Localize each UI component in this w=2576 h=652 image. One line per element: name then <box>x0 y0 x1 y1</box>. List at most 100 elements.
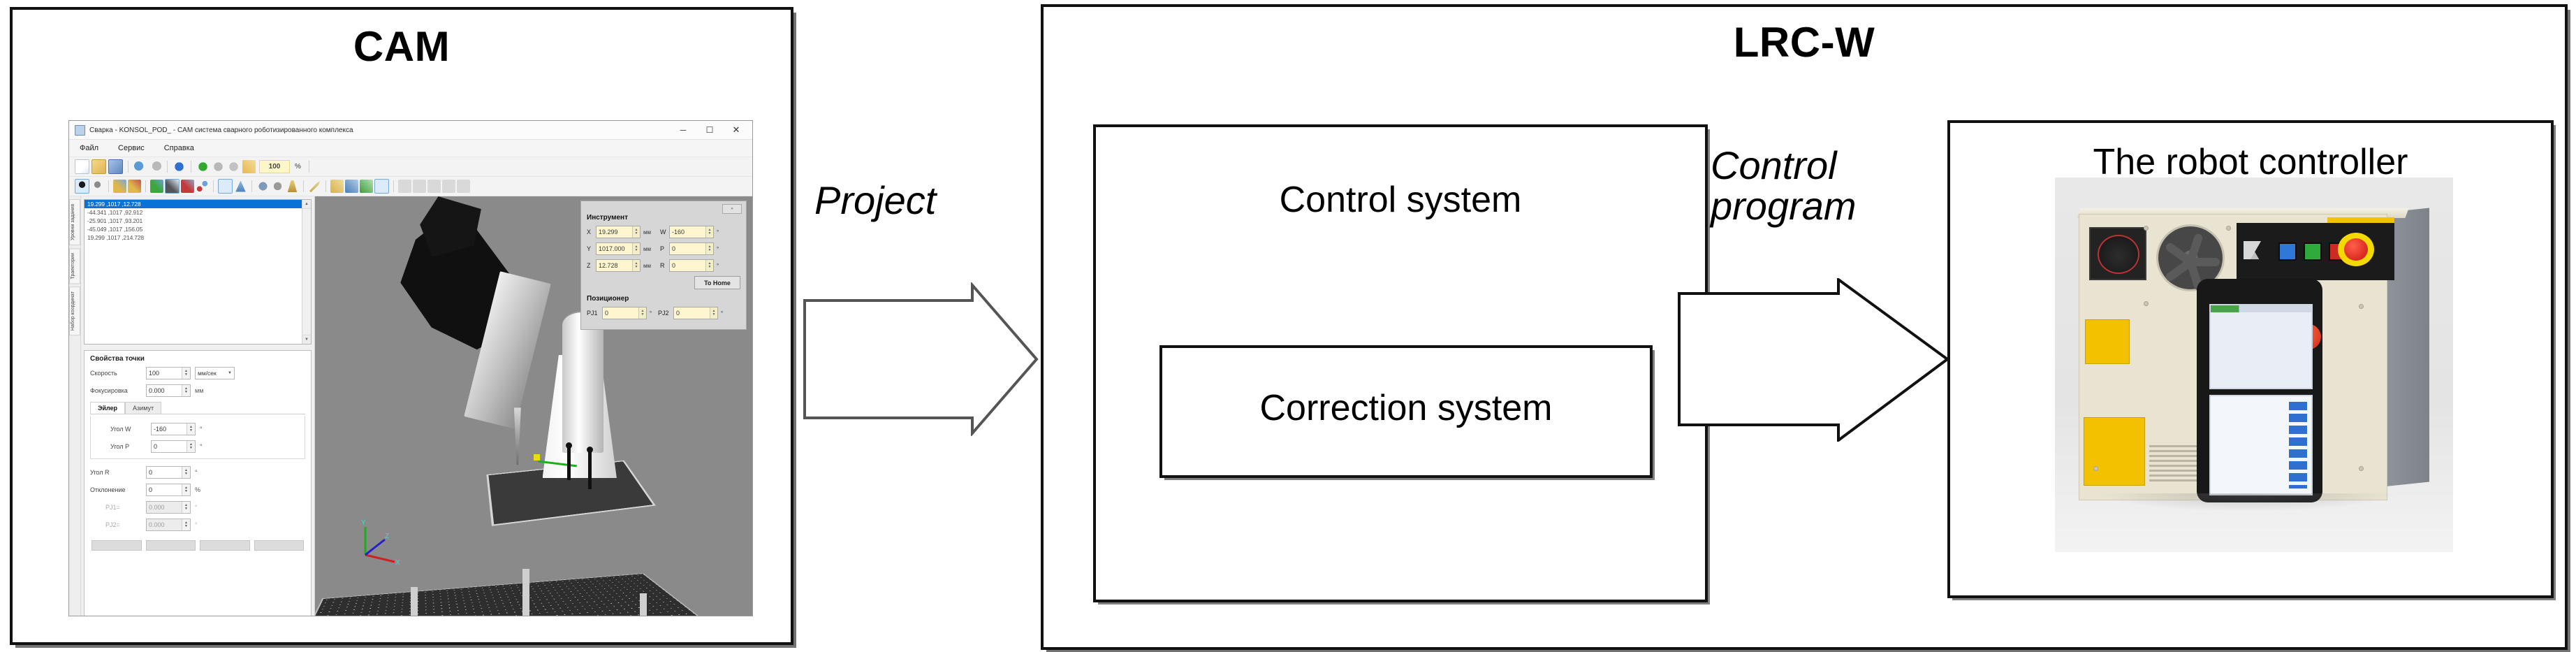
globe-icon[interactable] <box>173 160 186 173</box>
cam-menu-bar[interactable]: Файл Сервис Справка <box>69 140 752 157</box>
tool-blue-icon[interactable] <box>345 180 358 193</box>
new-file-icon[interactable] <box>75 159 89 174</box>
extra-4-icon[interactable] <box>442 180 455 193</box>
undo-icon[interactable] <box>133 160 147 173</box>
stepper-arrows-icon[interactable]: ▲▼ <box>182 368 190 379</box>
stepper-arrows-icon[interactable]: ▲▼ <box>182 385 190 396</box>
speed-stepper[interactable]: 100 ▲▼ <box>146 367 191 379</box>
pendant-keypad[interactable] <box>2209 395 2313 495</box>
stepper-arrows-icon[interactable]: ▲▼ <box>182 484 190 495</box>
button-green[interactable] <box>2304 242 2322 261</box>
close-button[interactable]: ✕ <box>732 124 740 135</box>
axis-w-input[interactable]: -160 ▲▼ <box>669 226 714 238</box>
collapse-panel-icon[interactable]: » <box>722 204 742 214</box>
angle-r-stepper[interactable]: 0 ▲▼ <box>146 466 191 479</box>
delete-red-icon[interactable] <box>181 180 194 193</box>
cam-3d-viewport[interactable]: Y X Z » Инструмент X 19.299 ▲▼ мм W - <box>315 196 752 616</box>
stepper-arrows-icon[interactable]: ▲▼ <box>632 243 640 254</box>
add-green-icon[interactable] <box>150 180 163 193</box>
deviation-stepper[interactable]: 0 ▲▼ <box>146 484 191 496</box>
point-select-icon[interactable] <box>75 179 89 194</box>
pendant-screen[interactable] <box>2209 304 2313 389</box>
point-list-scrollbar[interactable]: ▲ ▼ <box>302 200 311 344</box>
tree-icon[interactable] <box>196 180 209 193</box>
pendant-key-column[interactable] <box>2289 402 2307 488</box>
pj1-input[interactable]: 0 ▲▼ <box>602 307 647 319</box>
point-add-icon[interactable] <box>91 180 104 193</box>
stepper-arrows-icon[interactable]: ▲▼ <box>182 467 190 478</box>
open-folder-icon[interactable] <box>92 159 106 174</box>
close-x-icon[interactable] <box>218 179 233 194</box>
axis-r-input[interactable]: 0 ▲▼ <box>669 259 714 272</box>
stepper-arrows-icon[interactable]: ▲▼ <box>632 260 640 271</box>
cam-toolbar-secondary[interactable] <box>69 177 752 196</box>
list-item[interactable]: -44.341 ,1017 ,92.912 <box>87 209 142 216</box>
list-item[interactable]: 19.299 ,1017 ,214.728 <box>87 234 144 241</box>
teach-pendant[interactable] <box>2197 279 2322 502</box>
cone-icon[interactable] <box>235 180 246 192</box>
extra-3-icon[interactable] <box>427 180 441 193</box>
to-home-button[interactable]: To Home <box>694 276 740 289</box>
cam-vertical-tabstrip[interactable]: Уровни задания Траектории Набор координа… <box>69 196 81 616</box>
save-icon[interactable] <box>108 159 123 174</box>
scroll-up-icon[interactable]: ▲ <box>302 200 311 209</box>
axis-z-input[interactable]: 12.728 ▲▼ <box>596 259 641 272</box>
menu-item-file[interactable]: Файл <box>80 144 99 152</box>
extra-1-icon[interactable] <box>398 180 411 193</box>
tab-azimuth[interactable]: Азимут <box>125 402 162 414</box>
camera-icon[interactable] <box>374 179 389 194</box>
menu-item-service[interactable]: Сервис <box>118 144 145 152</box>
stepper-arrows-icon[interactable]: ▲▼ <box>705 260 713 271</box>
cam-left-panel[interactable]: Уровни задания Траектории Набор координа… <box>69 196 315 616</box>
chevron-down-icon[interactable]: ▼ <box>228 371 232 375</box>
gear-icon[interactable] <box>271 180 284 193</box>
bottom-button-2[interactable] <box>145 540 196 551</box>
cam-application-window[interactable]: Сварка - KONSOL_POD_ - CAM система сварн… <box>68 120 753 616</box>
menu-item-help[interactable]: Справка <box>163 144 194 152</box>
list-item[interactable]: -45.049 ,1017 ,156.05 <box>87 226 142 233</box>
emergency-stop-button[interactable] <box>2338 233 2374 266</box>
angle-w-stepper[interactable]: -160 ▲▼ <box>151 423 196 435</box>
scroll-down-icon[interactable]: ▼ <box>302 335 311 344</box>
bottom-button-4[interactable] <box>254 540 304 551</box>
stepper-arrows-icon[interactable]: ▲▼ <box>705 226 713 238</box>
cam-window-titlebar[interactable]: Сварка - KONSOL_POD_ - CAM система сварн… <box>69 121 752 140</box>
button-blue[interactable] <box>2278 242 2297 261</box>
axis-y-input[interactable]: 1017.000 ▲▼ <box>596 242 641 255</box>
angle-mode-tabstrip[interactable]: Эйлер Азимут <box>90 402 305 414</box>
extra-2-icon[interactable] <box>413 180 426 193</box>
flask-icon[interactable] <box>287 180 298 193</box>
sidebar-tab-levels[interactable]: Уровни задания <box>69 199 80 246</box>
wand-icon[interactable] <box>242 160 256 173</box>
stepper-arrows-icon[interactable]: ▲▼ <box>705 243 713 254</box>
zoom-value-field[interactable]: 100 <box>259 160 290 173</box>
tool-yellow-icon[interactable] <box>330 180 344 193</box>
sidebar-tab-coordinates[interactable]: Набор координат <box>69 287 80 336</box>
instrument-panel[interactable]: » Инструмент X 19.299 ▲▼ мм W -160 ▲▼ ° <box>580 201 747 330</box>
sidebar-tab-trajectories[interactable]: Траектории <box>69 248 80 284</box>
speed-unit-select[interactable]: мм/сек ▼ <box>195 367 235 379</box>
angle-p-stepper[interactable]: 0 ▲▼ <box>151 440 196 453</box>
play-icon[interactable] <box>196 160 210 173</box>
stepper-arrows-icon[interactable]: ▲▼ <box>186 423 195 435</box>
cam-toolbar-primary[interactable]: 100 % <box>69 157 752 177</box>
axis-p-input[interactable]: 0 ▲▼ <box>669 242 714 255</box>
stepper-arrows-icon[interactable]: ▲▼ <box>186 441 195 452</box>
point-coordinate-list[interactable]: 19.299 ,1017 ,12.728 -44.341 ,1017 ,92.9… <box>84 199 312 345</box>
tool-green-icon[interactable] <box>360 180 373 193</box>
maximize-button[interactable]: ☐ <box>705 125 714 135</box>
redo-icon[interactable] <box>149 160 162 173</box>
record-icon[interactable] <box>227 160 240 173</box>
bottom-button-3[interactable] <box>200 540 250 551</box>
stepper-arrows-icon[interactable]: ▲▼ <box>632 226 640 238</box>
bottom-button-1[interactable] <box>92 540 142 551</box>
extra-5-icon[interactable] <box>457 180 470 193</box>
rotate-icon[interactable] <box>256 180 270 193</box>
wrench-icon[interactable] <box>309 180 321 193</box>
axis-x-input[interactable]: 19.299 ▲▼ <box>596 226 641 238</box>
pen-icon[interactable] <box>165 179 180 194</box>
trajectory-edit-icon[interactable] <box>128 180 141 193</box>
stop-icon[interactable] <box>212 160 225 173</box>
trajectory-icon[interactable] <box>113 180 126 193</box>
stepper-arrows-icon[interactable]: ▲▼ <box>710 307 717 319</box>
